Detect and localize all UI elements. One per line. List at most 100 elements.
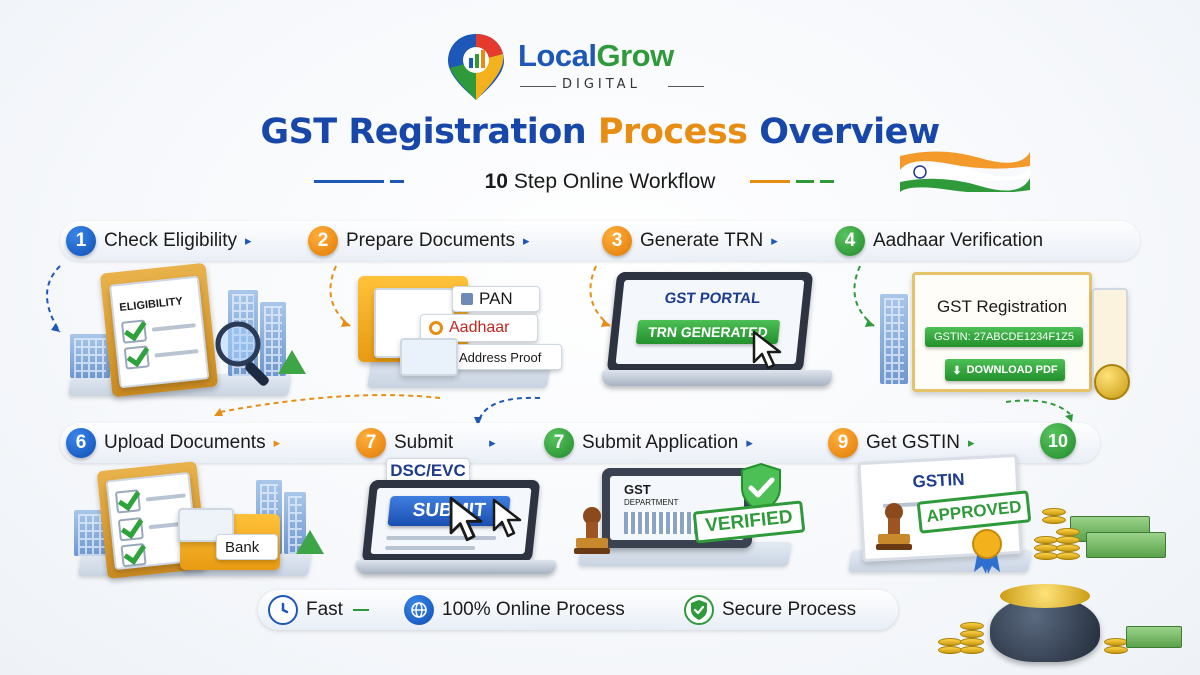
- feature-label: Secure Process: [722, 599, 857, 620]
- step-4: 4 Aadhaar Verification: [835, 224, 1043, 258]
- clock-icon: [268, 595, 298, 625]
- feature-label: Fast: [306, 599, 343, 620]
- scene-submit: DSC/EVC SUBMIT: [350, 458, 556, 582]
- feature-label: 100% Online Process: [442, 599, 625, 620]
- brand-logo: LocalGrow DIGITAL: [440, 30, 760, 102]
- divider: [668, 86, 704, 87]
- subtitle-row: 10 Step Online Workflow: [300, 168, 900, 198]
- document-tag-address-proof: Address Proof: [450, 344, 562, 370]
- money-pile: [1030, 494, 1190, 574]
- coin-icon: [960, 630, 984, 638]
- arrow-right-icon: ▸: [489, 435, 496, 451]
- scene-upload-documents: Bank: [60, 461, 350, 582]
- screen-title: GST: [624, 482, 651, 497]
- cursor-icon: [449, 496, 483, 542]
- coin-pot: [930, 576, 1190, 670]
- coin-icon: [960, 638, 984, 646]
- steps-row-2-band: [60, 423, 1100, 463]
- step-number-badge: 7: [544, 428, 574, 458]
- flow-arrow-icon: [853, 265, 875, 327]
- flow-arrow-icon: [214, 394, 441, 416]
- coin-icon: [1042, 508, 1066, 516]
- download-icon: ⬇: [952, 364, 962, 377]
- step-number-badge: 6: [66, 428, 96, 458]
- document-lines: [624, 512, 704, 534]
- arrow-right-icon: ▸: [522, 233, 530, 249]
- step-label: Upload Documents: [104, 432, 266, 453]
- flow-arrow-icon: [1005, 399, 1073, 422]
- subtitle: 10 Step Online Workflow: [300, 170, 900, 194]
- flow-arrow-icon: [329, 265, 351, 327]
- rubber-stamp-icon: [574, 507, 610, 554]
- feature-fast: Fast: [268, 590, 369, 630]
- magnifier-icon: [215, 321, 269, 386]
- step-number-badge: 10: [1040, 423, 1076, 459]
- steps-row-1-band: [60, 221, 1140, 261]
- step-label: Prepare Documents: [346, 230, 515, 251]
- scene-aadhaar-verification: GST Registration GSTIN: 27ABCDE1234F1Z5 …: [880, 268, 1150, 408]
- page-title: GST Registration Process Overview: [0, 112, 1200, 152]
- coin-icon: [938, 646, 962, 654]
- text-line: [145, 493, 186, 502]
- step-3: 3 Generate TRN ▸: [602, 224, 778, 258]
- rubber-stamp-icon: [876, 503, 912, 550]
- step-label: Aadhaar Verification: [873, 230, 1044, 251]
- subtitle-text: Step Online Workflow: [507, 170, 716, 193]
- arrow-right-icon: ▸: [746, 435, 753, 451]
- coin-icon: [1056, 544, 1080, 552]
- scene-generate-trn: GST PORTAL TRN GENERATED: [600, 266, 840, 402]
- step-number-badge: 2: [308, 226, 338, 256]
- feature-online: 100% Online Process: [404, 590, 625, 630]
- checkbox-checked-icon: [120, 542, 147, 568]
- checkbox-checked-icon: [123, 345, 150, 370]
- document-title: ELIGIBILITY: [118, 295, 184, 314]
- certificate: GST Registration GSTIN: 27ABCDE1234F1Z5 …: [912, 272, 1092, 392]
- coin-icon: [960, 622, 984, 630]
- text-line: [154, 349, 199, 358]
- cash-icon: [1086, 532, 1166, 558]
- text-line: [384, 546, 476, 550]
- certificate-heading: GST Registration: [936, 297, 1068, 316]
- step-label: Get GSTIN: [866, 432, 960, 453]
- arrow-right-icon: ▸: [967, 435, 975, 451]
- arrow-right-icon: ▸: [245, 233, 252, 249]
- plant-icon: [296, 530, 324, 554]
- step-label: Submit Application: [582, 432, 739, 453]
- scene-check-eligibility: ELIGIBILITY: [50, 262, 330, 402]
- id-card-icon: [461, 293, 473, 305]
- laptop-base: [356, 560, 556, 574]
- brand-tagline: DIGITAL: [562, 77, 641, 92]
- scene-submit-application: GST DEPARTMENT VERIFIED: [560, 462, 820, 578]
- coin-icon: [1094, 364, 1130, 400]
- document-tag-pan: PAN: [452, 286, 540, 312]
- brand-name-local: Local: [518, 38, 597, 73]
- scene-get-gstin: GSTIN APPROVED: [840, 453, 1040, 582]
- arrow-right-icon: ▸: [771, 233, 778, 249]
- step-10: 10: [1040, 423, 1076, 459]
- step-7-submit-application: 7 Submit Application ▸: [544, 426, 753, 460]
- feature-secure: Secure Process: [684, 590, 856, 630]
- laptop-base: [602, 370, 832, 386]
- title-part-3: Overview: [747, 112, 940, 152]
- title-part-1: GST Registration: [260, 112, 598, 152]
- coin-icon: [1104, 646, 1128, 654]
- coin-icon: [1034, 552, 1058, 560]
- download-pdf-button[interactable]: ⬇DOWNLOAD PDF: [945, 359, 1065, 381]
- checkbox-checked-icon: [117, 517, 144, 542]
- step-number-badge: 4: [835, 226, 865, 256]
- divider: [352, 609, 369, 611]
- coin-icon: [1056, 552, 1080, 560]
- shield-check-icon: [684, 595, 714, 625]
- flow-arrow-icon: [46, 265, 61, 333]
- coin-icon: [1000, 584, 1090, 608]
- clipboard: ELIGIBILITY: [99, 262, 219, 398]
- divider: [750, 180, 834, 183]
- step-9: 9 Get GSTIN ▸: [828, 426, 975, 460]
- coin-icon: [1056, 528, 1080, 536]
- india-flag-icon: [900, 151, 1030, 192]
- step-number-badge: 9: [828, 428, 858, 458]
- coin-icon: [938, 638, 962, 646]
- coin-icon: [1104, 638, 1128, 646]
- coin-icon: [1042, 516, 1066, 524]
- step-2: 2 Prepare Documents ▸: [308, 224, 530, 258]
